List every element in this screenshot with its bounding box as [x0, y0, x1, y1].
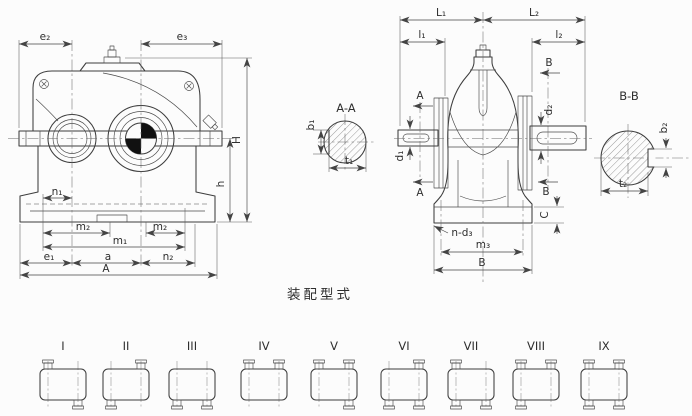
gearbox-outline: [580, 368, 628, 401]
dim-d2: d₂: [543, 105, 555, 116]
assembly-icon-label: I: [61, 339, 64, 353]
assembly-icon: IX: [580, 339, 628, 410]
dim-L1: L₁: [436, 7, 446, 19]
gearbox-outline: [380, 368, 428, 401]
assembly-icon: IV: [240, 339, 288, 408]
assembly-icon-label: III: [187, 339, 197, 353]
inspection-cover: [79, 62, 146, 72]
assembly-icon-label: VI: [398, 339, 409, 353]
dim-e1: e₁: [44, 251, 55, 263]
left-bearing-cap: [433, 97, 449, 189]
assembly-icon-label: V: [330, 339, 338, 353]
dim-A: A: [102, 263, 110, 275]
dim-L2: L₂: [529, 7, 539, 19]
flange-and-shafts: [18, 130, 223, 147]
dim-t1: t₁: [345, 155, 353, 167]
dim-l1: l₁: [418, 29, 425, 41]
breather-plug: [103, 45, 121, 64]
dim-m2-right: m₂: [153, 221, 167, 233]
input-shaft-keyway: [402, 133, 430, 143]
side-centerlines: [394, 12, 592, 284]
front-view: e₂ e₃ H h n₁ m₂ m₂ m₁: [8, 31, 252, 279]
dim-n2: n₂: [163, 251, 174, 263]
assembly-icon: II: [102, 339, 150, 410]
dim-m3: m₃: [476, 239, 490, 251]
front-centerlines: [8, 40, 236, 268]
assembly-icon: I: [39, 339, 87, 410]
section-mark-B-top: B: [545, 57, 552, 69]
front-dimensions: e₂ e₃ H h n₁ m₂ m₂ m₁: [18, 31, 252, 279]
assembly-icon: VIII: [512, 339, 560, 410]
base-notch: [96, 214, 128, 222]
right-bearing-cap: [517, 95, 533, 191]
cover-bolt-icon: [39, 79, 49, 89]
assembly-icon-label: IV: [258, 339, 269, 353]
cover-bolt-icon: [184, 81, 194, 91]
gearbox-outline: [39, 368, 87, 401]
assembly-icon-label: II: [123, 339, 130, 353]
dim-h: h: [215, 181, 227, 188]
gearbox-outline: [102, 368, 150, 401]
section-aa-title: A-A: [336, 101, 356, 115]
section-bb-title: B-B: [619, 89, 639, 103]
dim-d1: d₁: [394, 151, 406, 162]
section-mark-A-top: A: [416, 90, 424, 102]
dim-e2: e₂: [40, 31, 51, 43]
dim-n1: n₁: [52, 186, 63, 198]
dim-B: B: [478, 257, 485, 269]
front-housing: [18, 45, 223, 223]
dim-C: C: [539, 211, 551, 218]
dim-a: a: [105, 251, 111, 263]
dim-m1: m₁: [113, 235, 127, 247]
gearbox-outline: [447, 368, 495, 401]
side-dimensions: L₁ L₂ l₁ l₂ A A B B d₁ d₂: [394, 7, 586, 274]
section-mark-B-bottom: B: [542, 186, 549, 198]
assembly-icon-label: VII: [464, 339, 479, 353]
output-shaft-keyway: [536, 131, 578, 145]
gearbox-outline: [310, 368, 358, 401]
side-housing: [397, 44, 587, 224]
dim-m2-left: m₂: [76, 221, 90, 233]
section-mark-A-bottom: A: [416, 187, 424, 199]
section-bb: B-B b₂ t₂: [594, 89, 690, 198]
assembly-icon: VI: [380, 339, 428, 410]
dim-b2: b₂: [658, 123, 670, 134]
dim-t2: t₂: [619, 178, 627, 190]
assembly-icon: VII: [447, 339, 495, 410]
assembly-icon-label: IX: [598, 339, 609, 353]
gearbox-outline: [168, 368, 216, 401]
dim-H: H: [231, 136, 243, 144]
section-aa: A-A b₁ t₁: [305, 101, 374, 172]
dim-l2: l₂: [555, 29, 562, 41]
assembly-icon: III: [168, 339, 216, 410]
oil-plug-icon: [202, 114, 219, 131]
assembly-title: 装配型式: [287, 287, 353, 303]
output-shaft: [529, 125, 587, 151]
assembly-icon: V: [310, 339, 358, 410]
gearbox-outline: [512, 368, 560, 401]
side-view: L₁ L₂ l₁ l₂ A A B B d₁ d₂: [394, 7, 592, 284]
dim-b1: b₁: [305, 120, 317, 131]
assembly-icon-label: VIII: [527, 339, 545, 353]
shaft-section-circle: [600, 130, 656, 186]
dim-n-d3: n-d₃: [451, 227, 472, 239]
input-shaft: [397, 129, 439, 147]
gearbox-outline: [240, 368, 288, 401]
dim-e3: e₃: [177, 31, 188, 43]
